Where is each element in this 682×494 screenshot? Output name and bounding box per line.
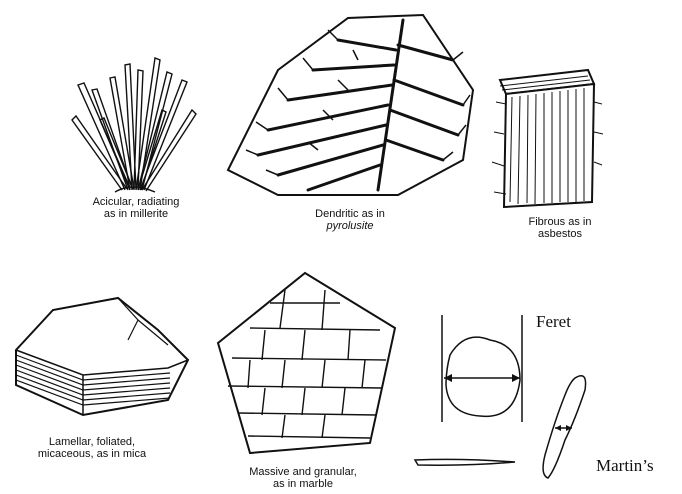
dendritic-illustration: [218, 10, 480, 202]
acicular-crystals-drawing: [70, 50, 200, 195]
fibrous-illustration: [488, 62, 604, 212]
fibrous-caption-line2: asbestos: [500, 228, 620, 240]
acicular-caption-line1: Acicular, radiating: [72, 196, 200, 208]
massive-caption-line1: Massive and granular,: [228, 466, 378, 478]
feret-particle-outline: [446, 337, 520, 416]
fibrous-caption: Fibrous as in asbestos: [500, 216, 620, 240]
feret-arrow-left: [444, 374, 452, 382]
lamellar-illustration: [8, 290, 193, 422]
elongated-particle-outline: [415, 459, 515, 465]
lamellar-caption: Lamellar, foliated, micaceous, as in mic…: [22, 436, 162, 460]
dendritic-caption-line1: Dendritic as in: [290, 208, 410, 220]
acicular-caption-line2: as in millerite: [72, 208, 200, 220]
massive-caption: Massive and granular, as in marble: [228, 466, 378, 490]
acicular-caption: Acicular, radiating as in millerite: [72, 196, 200, 220]
lamellar-caption-line1: Lamellar, foliated,: [22, 436, 162, 448]
massive-illustration: [210, 268, 405, 463]
feret-arrow-right: [512, 374, 520, 382]
dendritic-caption-line2: pyrolusite: [290, 220, 410, 232]
martin-label: Martin’s: [596, 456, 654, 476]
massive-granular-marble-drawing: [210, 268, 405, 463]
martin-arrow-left: [555, 425, 561, 431]
lamellar-mica-drawing: [8, 290, 193, 422]
fibrous-asbestos-drawing: [488, 62, 604, 212]
feret-label: Feret: [536, 312, 571, 332]
martin-particle-outline: [543, 376, 585, 478]
fibrous-caption-line1: Fibrous as in: [500, 216, 620, 228]
dendritic-pyrolusite-drawing: [218, 10, 480, 202]
acicular-illustration: [70, 50, 200, 195]
massive-caption-line2: as in marble: [228, 478, 378, 490]
dendritic-caption: Dendritic as in pyrolusite: [290, 208, 410, 232]
lamellar-caption-line2: micaceous, as in mica: [22, 448, 162, 460]
